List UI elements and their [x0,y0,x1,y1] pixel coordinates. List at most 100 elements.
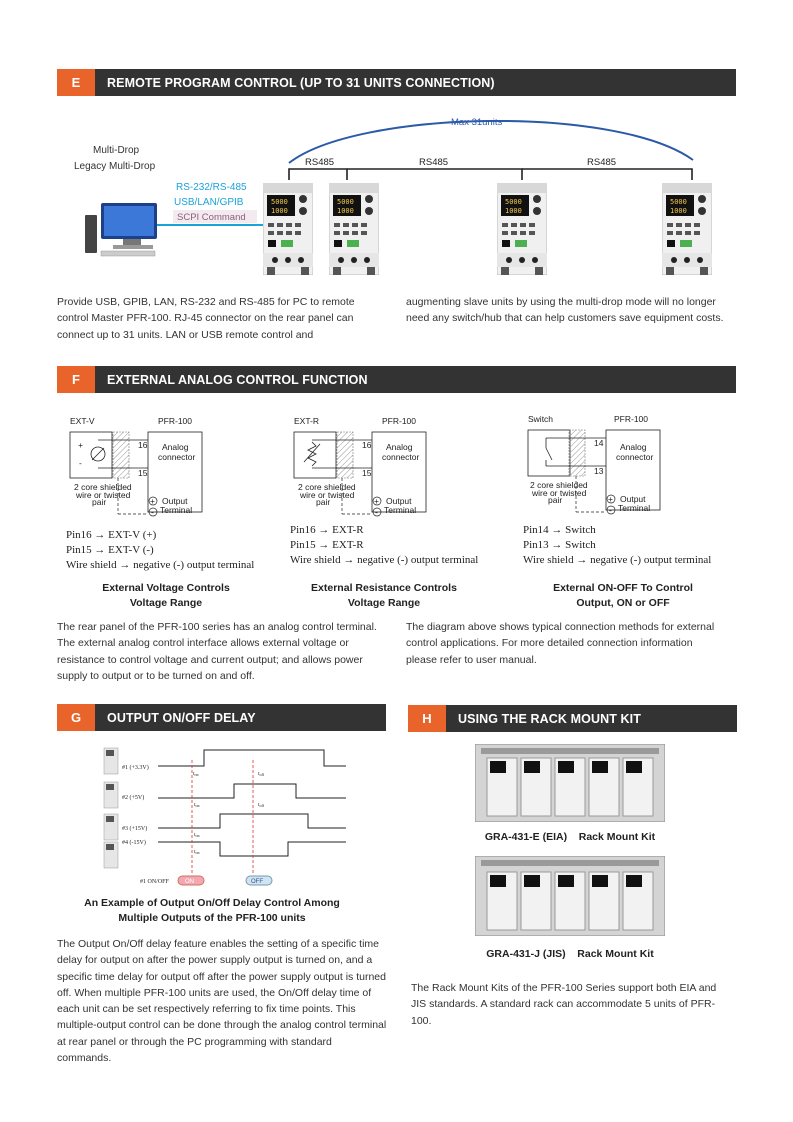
switch-caption: External ON-OFF To Control Output, ON or… [553,582,693,609]
svg-text:16: 16 [138,440,148,450]
switch-wiring-diagram: Switch PFR-100 14 13 Analog connector 2 … [527,414,661,515]
rs485-label-1: RS485 [305,157,334,168]
svg-text:-: - [151,507,154,517]
scpi-label: SCPI Command [177,212,246,223]
iface-label-2: USB/LAN/GPIB [174,197,244,208]
svg-text:+: + [150,496,155,506]
section-g-header: G OUTPUT ON/OFF DELAY [57,704,386,731]
svg-text:pair: pair [316,497,330,507]
section-e-header: E REMOTE PROGRAM CONTROL (UP TO 31 UNITS… [57,69,736,96]
svg-text:5000: 5000 [271,198,288,206]
section-f-header: F EXTERNAL ANALOG CONTROL FUNCTION [57,366,736,393]
svg-text:Terminal: Terminal [160,505,192,515]
rack-paragraph: The Rack Mount Kits of the PFR-100 Serie… [411,982,717,1027]
svg-text:toff: toff [258,771,265,777]
rack-kit-jis-label: GRA-431-J (JIS) Rack Mount Kit [486,948,654,960]
svg-text:Output: Output [620,494,646,504]
section-title: REMOTE PROGRAM CONTROL (UP TO 31 UNITS C… [107,75,495,90]
svg-text:+: + [78,440,83,450]
svg-text:Terminal: Terminal [384,505,416,515]
svg-text:connector: connector [382,452,419,462]
svg-text:PFR-100: PFR-100 [158,416,192,426]
svg-text:Terminal: Terminal [618,503,650,513]
svg-text:#4 (-15V): #4 (-15V) [122,839,146,846]
section-title: OUTPUT ON/OFF DELAY [107,710,256,725]
switch-pin-list: Pin14 → Switch Pin13 → Switch Wire shiel… [523,524,712,566]
rack-kit-eia-label: GRA-431-E (EIA) Rack Mount Kit [484,831,656,843]
analog-paragraph-right: The diagram above shows typical connecti… [406,621,715,666]
svg-text:-: - [79,458,82,468]
svg-text:15: 15 [362,468,372,478]
psu-unit-slave-2: 5000 1000 [496,182,548,276]
svg-text:5000: 5000 [505,198,522,206]
svg-text:wire or twisted: wire or twisted [299,490,355,500]
svg-text:pair: pair [548,495,562,505]
svg-text:#3 (+15V): #3 (+15V) [122,825,147,832]
ext-r-caption: External Resistance Controls Voltage Ran… [311,582,457,609]
svg-text:connector: connector [158,452,195,462]
legacy-label: Legacy Multi-Drop [74,161,156,172]
psu-unit-slave-3: 5000 1000 [661,182,713,276]
rs485-label-3: RS485 [587,157,616,168]
svg-text:-: - [375,507,378,517]
section-letter: H [408,705,446,732]
svg-text:-: - [609,505,612,515]
svg-text:connector: connector [616,452,653,462]
svg-text:#1 ON/OFF: #1 ON/OFF [140,879,170,885]
remote-control-diagram: Max 31units RS485 RS485 RS485 Multi-Drop… [74,117,694,257]
svg-text:2 core shielded: 2 core shielded [298,482,356,492]
svg-text:15: 15 [138,468,148,478]
rs485-label-2: RS485 [419,157,448,168]
ext-v-pin-list: Pin16 → EXT-V (+) Pin15 → EXT-V (-) Wire… [66,529,255,571]
svg-text:Switch: Switch [528,414,553,424]
svg-text:Analog: Analog [162,442,189,452]
svg-text:+: + [608,494,613,504]
svg-text:ton: ton [194,849,200,855]
svg-text:1000: 1000 [271,207,288,215]
ext-r-pin-list: Pin16 → EXT-R Pin15 → EXT-R Wire shield … [290,524,479,566]
section-title: USING THE RACK MOUNT KIT [458,711,641,726]
section-letter: G [57,704,95,731]
svg-text:13: 13 [594,466,604,476]
svg-text:14: 14 [594,438,604,448]
rack-mount-jis-image [475,856,665,936]
section-h-header: H USING THE RACK MOUNT KIT [408,705,737,732]
svg-text:ton: ton [193,771,199,777]
max-units-label: Max 31units [451,117,502,128]
on-off-delay-timing-diagram: #1 (+3.3V) #2 (+5V) #3 (+15V) #4 (-15V) … [103,747,346,886]
svg-text:+: + [374,496,379,506]
svg-text:#1 (+3.3V): #1 (+3.3V) [122,764,149,771]
svg-text:wire or twisted: wire or twisted [75,490,131,500]
pc-icon [85,203,157,257]
svg-text:2 core shielded: 2 core shielded [74,482,132,492]
svg-text:PFR-100: PFR-100 [382,416,416,426]
svg-text:2 core shielded: 2 core shielded [530,480,588,490]
section-title: EXTERNAL ANALOG CONTROL FUNCTION [107,372,368,387]
svg-text:5000: 5000 [337,198,354,206]
svg-text:#2 (+5V): #2 (+5V) [122,794,144,801]
svg-text:ton: ton [194,832,200,838]
max-units-arc [288,119,694,164]
delay-paragraph: The Output On/Off delay feature enables … [57,938,387,1065]
section-letter: F [57,366,95,393]
svg-text:wire or twisted: wire or twisted [531,488,587,498]
svg-text:1000: 1000 [337,207,354,215]
svg-text:16: 16 [362,440,372,450]
svg-text:Output: Output [162,496,188,506]
svg-text:EXT-R: EXT-R [294,416,319,426]
remote-paragraph-right: augmenting slave units by using the mult… [406,296,724,325]
psu-unit-master: 5000 1000 [262,182,314,276]
ext-v-wiring-diagram: EXT-V PFR-100 +- 16 15 Analog connector … [69,416,203,517]
iface-label-1: RS-232/RS-485 [176,182,247,193]
multi-drop-label: Multi-Drop [93,145,140,156]
delay-caption: An Example of Output On/Off Delay Contro… [84,897,340,924]
svg-text:ton: ton [194,802,200,808]
svg-text:PFR-100: PFR-100 [614,414,648,424]
rack-mount-eia-image [475,744,665,822]
psu-unit-slave-1: 5000 1000 [328,182,380,276]
svg-text:OFF: OFF [251,879,263,885]
svg-text:5000: 5000 [670,198,687,206]
svg-text:Analog: Analog [386,442,413,452]
svg-text:1000: 1000 [505,207,522,215]
ext-r-wiring-diagram: EXT-R PFR-100 16 15 Analog connector 2 c… [293,416,427,517]
